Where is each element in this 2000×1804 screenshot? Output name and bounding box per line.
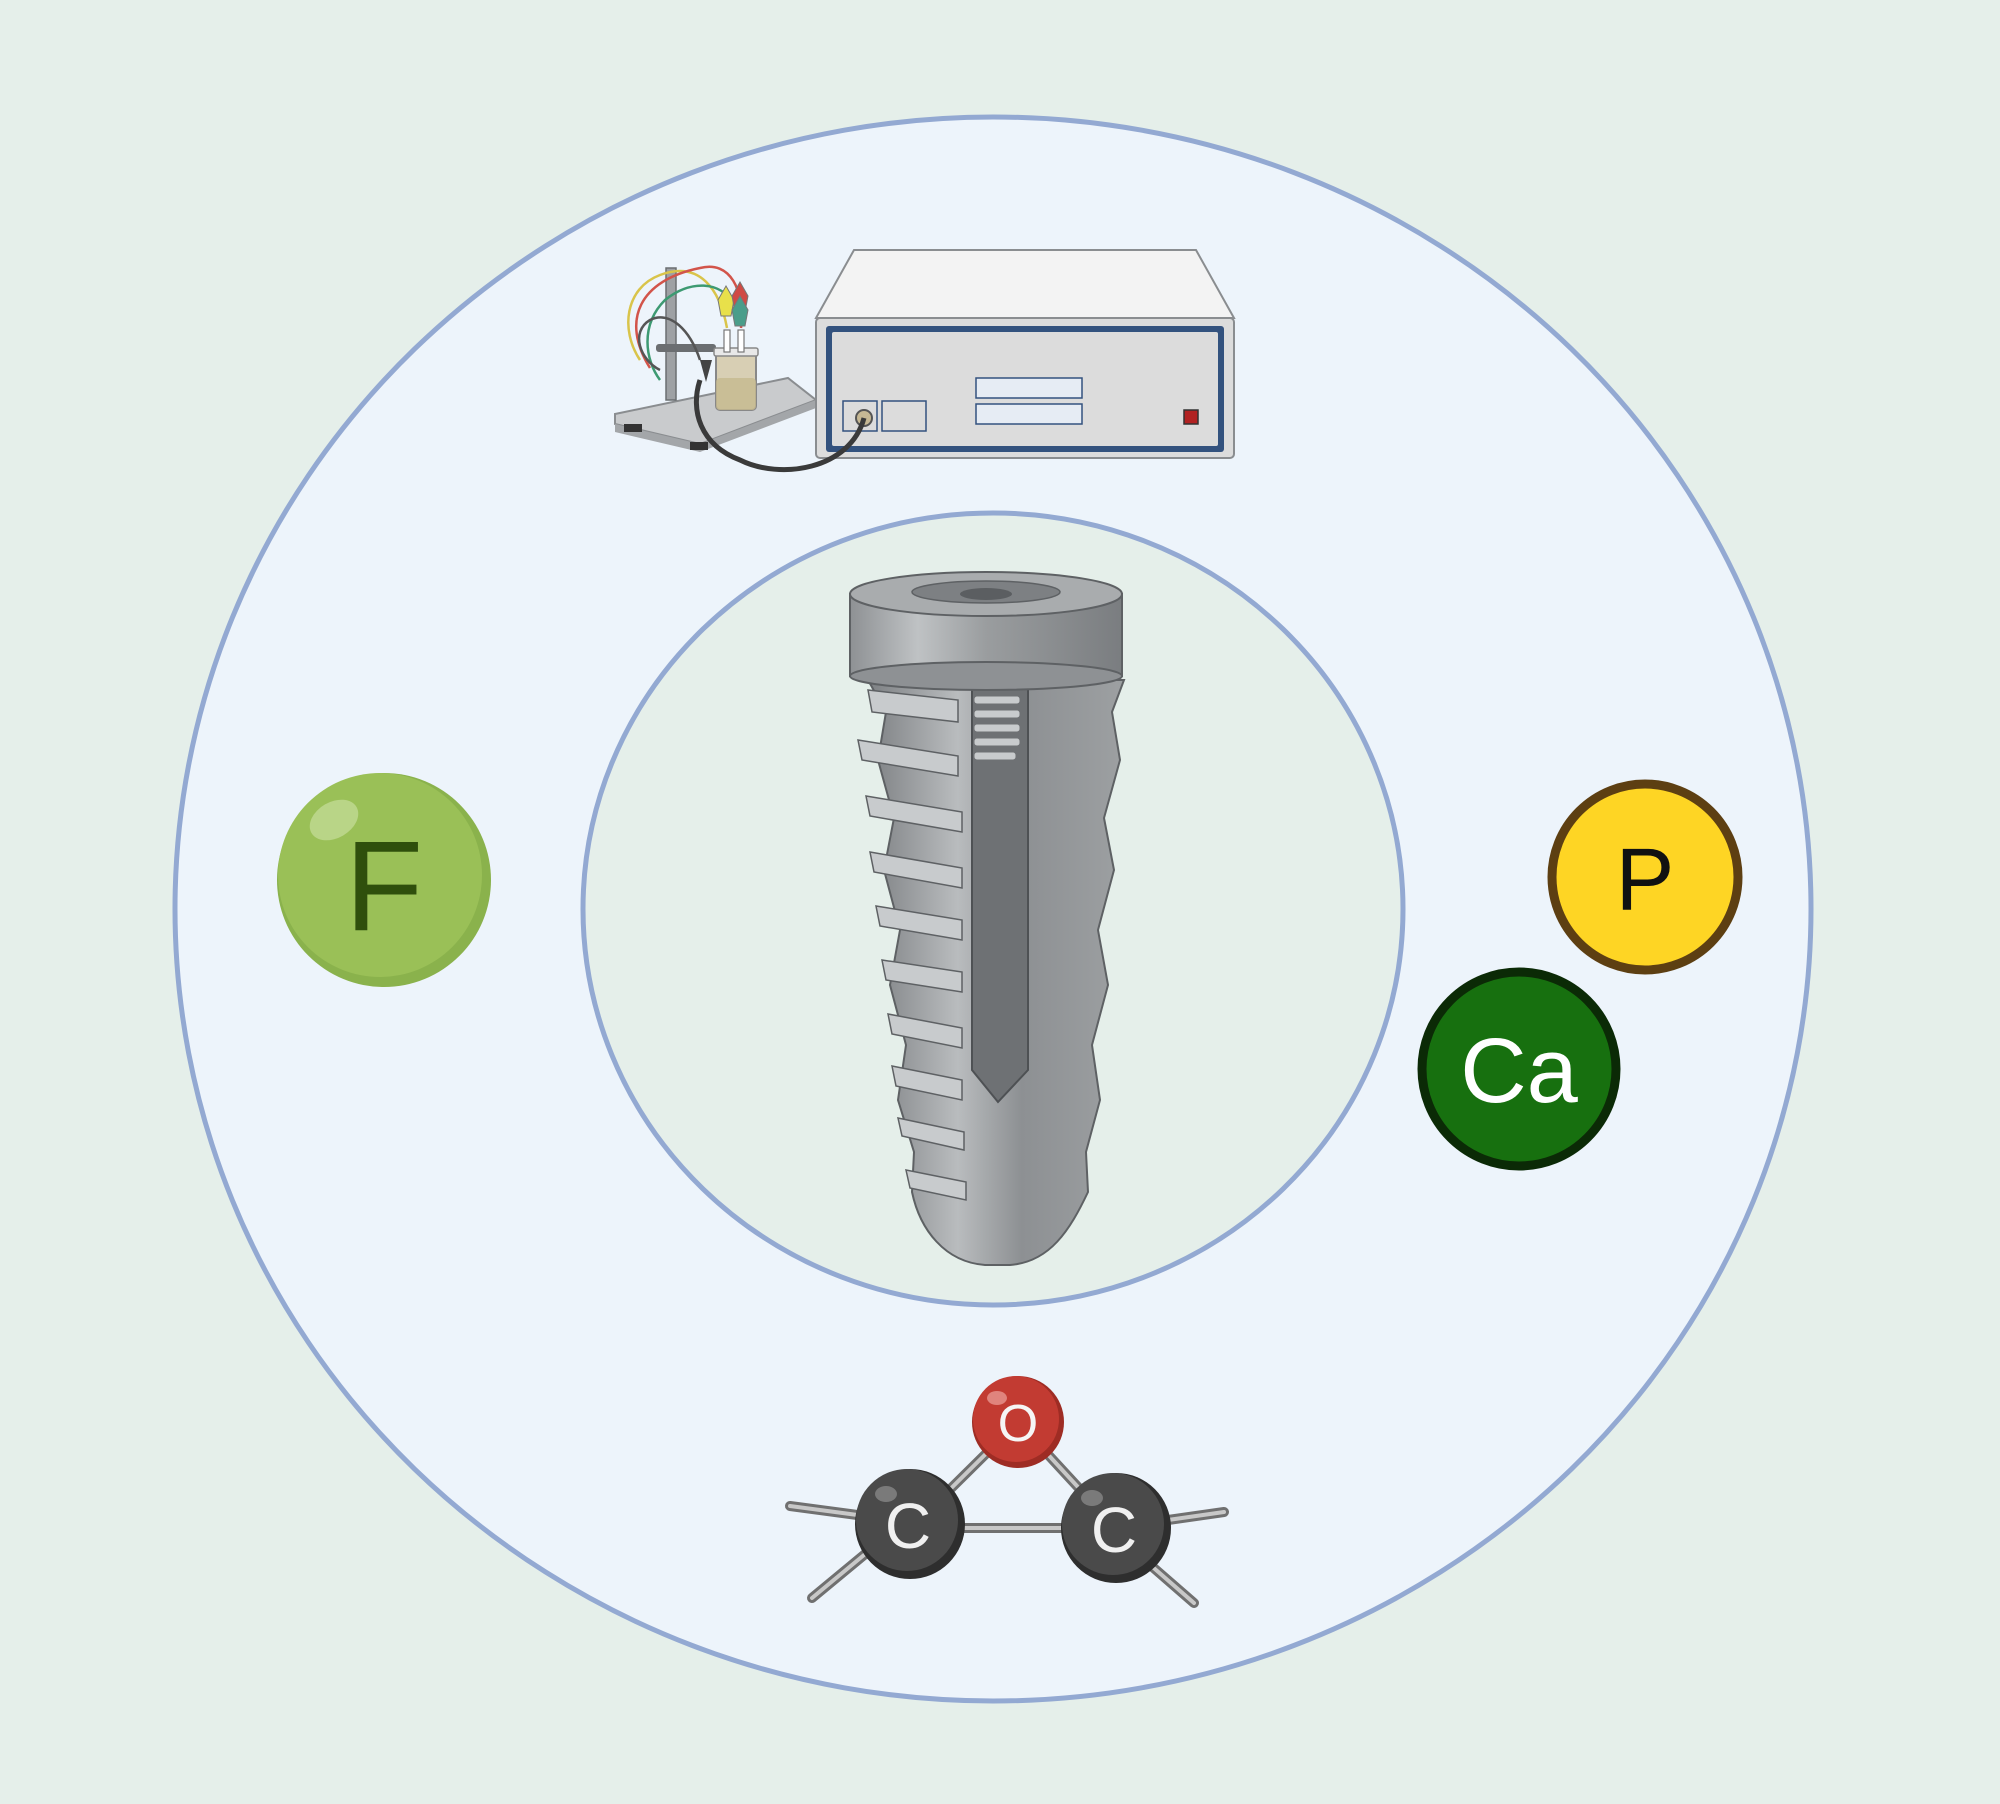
calcium-symbol: Ca (1460, 1020, 1578, 1122)
dental-implant-screw-icon (849, 571, 1126, 1266)
carbon-atom-right: C (1061, 1473, 1171, 1583)
carbon-atom-left: C (855, 1469, 965, 1579)
fluorine-symbol: F (345, 816, 423, 959)
phosphorus-atom-icon: P (1547, 779, 1743, 975)
phosphorus-symbol: P (1616, 830, 1675, 929)
oxygen-atom: O (972, 1376, 1064, 1468)
carbon-symbol: C (1091, 1494, 1137, 1566)
carbon-symbol: C (885, 1490, 931, 1562)
fluorine-atom-icon: F (277, 773, 491, 987)
calcium-atom-icon: Ca (1417, 967, 1621, 1171)
oxygen-symbol: O (998, 1395, 1038, 1453)
epoxide-molecule-icon: O C C (785, 1376, 1229, 1608)
electrochemical-workstation-icon (614, 249, 1236, 473)
